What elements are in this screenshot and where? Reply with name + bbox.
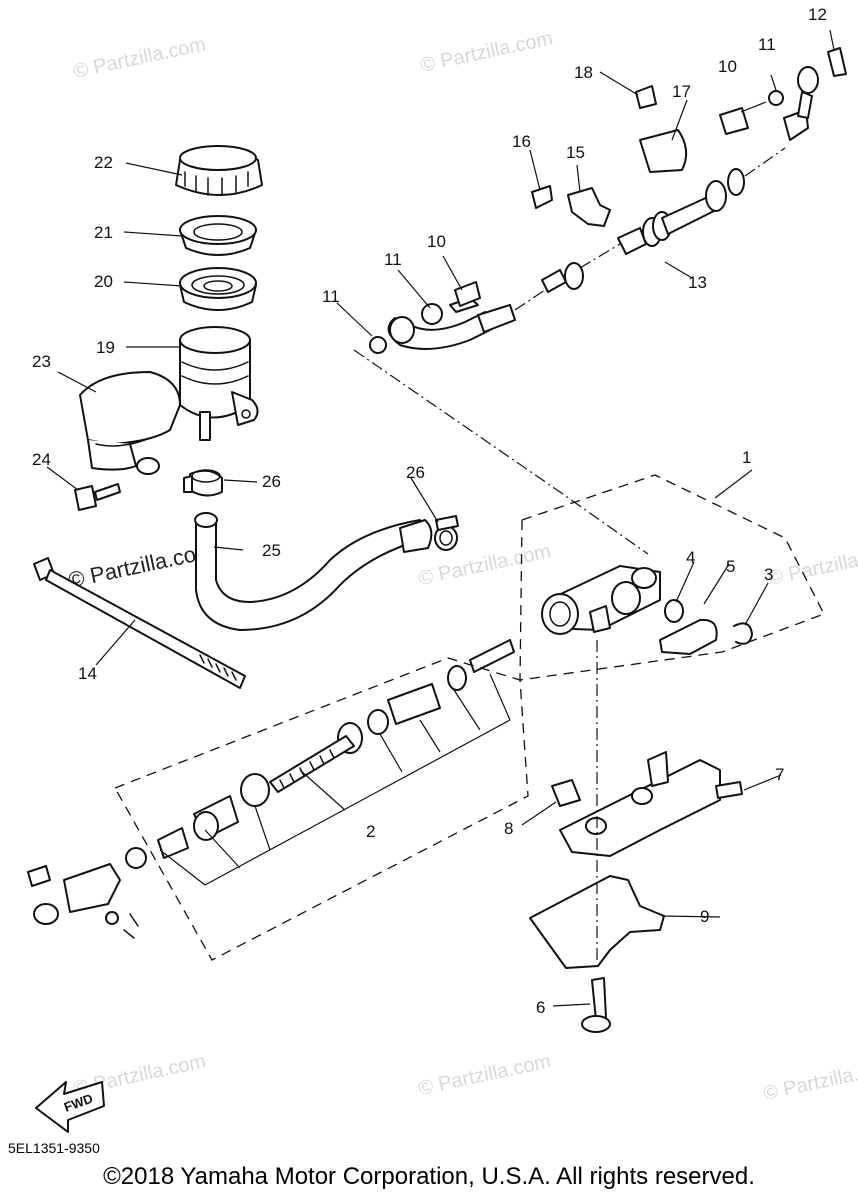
callout-label: 21 xyxy=(94,223,113,242)
circlip[interactable] xyxy=(733,622,753,645)
watermark: © Partzilla.com xyxy=(416,540,552,590)
clevis-assembly[interactable] xyxy=(27,863,139,939)
diaphragm[interactable] xyxy=(179,267,257,311)
callout-label: 1 xyxy=(742,448,751,467)
callout-label: 15 xyxy=(566,143,585,162)
hose-clamp[interactable] xyxy=(434,515,459,551)
callout-label: 16 xyxy=(512,132,531,151)
callout-labels: 1 2 3 4 5 6 7 8 9 10 10 11 11 11 12 13 1… xyxy=(32,5,827,1017)
assembly-outline-2 xyxy=(114,657,529,961)
callout-label: 11 xyxy=(758,35,776,54)
callout-label: 11 xyxy=(322,287,340,306)
master-cylinder-body[interactable] xyxy=(541,565,661,635)
cable-tie[interactable] xyxy=(33,557,246,689)
watermark: © Partzilla.com xyxy=(761,1055,858,1105)
collar-washer[interactable] xyxy=(136,457,160,475)
union-bolt[interactable] xyxy=(719,107,749,135)
hose-joint[interactable] xyxy=(659,618,718,655)
callout-label: 20 xyxy=(94,272,113,291)
callout-label: 7 xyxy=(775,765,784,784)
copyright-notice: ©2018 Yamaha Motor Corporation, U.S.A. A… xyxy=(103,1163,755,1190)
callout-label: 11 xyxy=(384,250,402,269)
callout-label: 13 xyxy=(688,273,707,292)
bolt[interactable] xyxy=(531,185,553,209)
watermark: © Partzilla.com xyxy=(766,540,858,590)
callout-label: 24 xyxy=(32,450,51,469)
hose-clamp-holder[interactable] xyxy=(639,129,688,173)
reservoir-tank[interactable] xyxy=(179,326,259,441)
o-ring[interactable] xyxy=(664,599,684,623)
callout-label: 9 xyxy=(700,907,709,926)
reservoir-hose[interactable] xyxy=(194,512,433,631)
callout-label: 4 xyxy=(686,548,695,567)
callout-label: 22 xyxy=(94,153,113,172)
bolt[interactable] xyxy=(635,85,657,109)
diaphragm-plate[interactable] xyxy=(179,215,257,256)
reservoir-cover[interactable] xyxy=(79,371,181,471)
pedal-bracket[interactable] xyxy=(559,751,743,857)
callout-label: 23 xyxy=(32,352,51,371)
master-cylinder-kit[interactable] xyxy=(125,639,515,869)
watermark: © Partzilla.com xyxy=(71,33,207,83)
callout-label: 25 xyxy=(262,541,281,560)
callout-label: 19 xyxy=(96,338,115,357)
callout-label: 17 xyxy=(672,82,691,101)
callout-label: 26 xyxy=(262,472,281,491)
screw[interactable] xyxy=(74,483,121,511)
callout-label: 10 xyxy=(718,57,737,76)
callout-label: 18 xyxy=(574,63,593,82)
reservoir-cap[interactable] xyxy=(175,145,263,196)
watermark: © Partzilla.com xyxy=(418,27,554,77)
callout-label: 14 xyxy=(78,664,97,683)
hose-guide-bracket[interactable] xyxy=(567,187,611,227)
callout-label: 2 xyxy=(366,822,375,841)
diagram-code: 5EL1351-9350 xyxy=(8,1140,100,1156)
brake-hose[interactable] xyxy=(369,47,847,354)
bolt[interactable] xyxy=(551,779,581,807)
bolt[interactable] xyxy=(581,977,611,1033)
watermark: © Partzilla.com xyxy=(416,1050,552,1100)
callout-label: 12 xyxy=(808,5,827,24)
callout-label: 10 xyxy=(427,232,446,251)
callout-label: 3 xyxy=(764,565,773,584)
callout-label: 26 xyxy=(406,463,425,482)
hose-clamp[interactable] xyxy=(183,469,223,497)
callout-label: 5 xyxy=(726,557,735,576)
fwd-arrow: FWD xyxy=(35,1081,105,1133)
watermark-strong: © Partzilla.com xyxy=(66,538,216,593)
callout-label: 8 xyxy=(504,819,513,838)
callout-label: 6 xyxy=(536,998,545,1017)
